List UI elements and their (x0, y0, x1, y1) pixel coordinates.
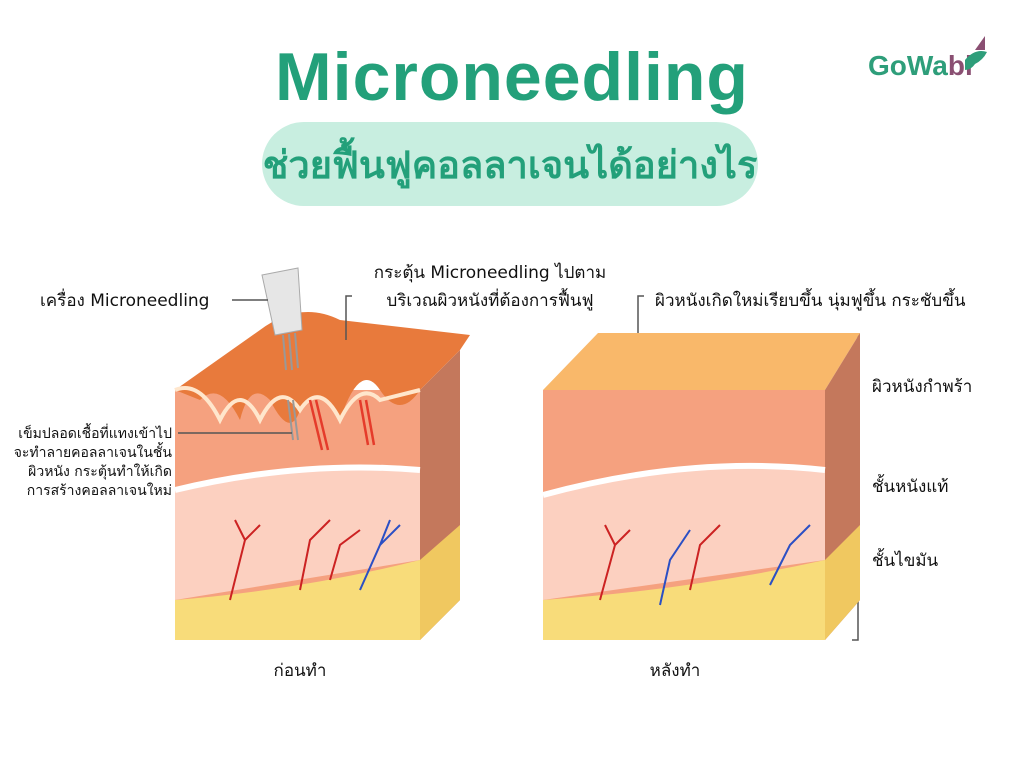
needle-label-line: จะทำลายคอลลาเจนในชั้น (13, 445, 172, 461)
needle-label-line: ผิวหนัง กระตุ้นทำให้เกิด (28, 464, 172, 480)
caption-after: หลังทำ (649, 661, 701, 681)
result-label: ผิวหนังเกิดใหม่เรียบขึ้น นุ่มฟูขึ้น กระช… (655, 291, 966, 311)
needle-label: เข็มปลอดเชื้อที่แทงเข้าไป จะทำลายคอลลาเจ… (6, 425, 172, 501)
skin-block-before (174, 312, 470, 640)
hummingbird-icon (965, 36, 987, 70)
needle-label-line: การสร้างคอลลาเจนใหม่ (26, 483, 172, 499)
microneedling-device (261, 267, 303, 371)
skin-block-after (542, 333, 860, 640)
needle-label-line: เข็มปลอดเชื้อที่แทงเข้าไป (18, 426, 172, 442)
layer-label-epidermis: ผิวหนังกำพร้า (872, 377, 973, 397)
logo-text-go: Go (868, 50, 907, 81)
page-title: Microneedling (275, 39, 749, 115)
layer-label-dermis: ชั้นหนังแท้ (872, 477, 949, 497)
layer-label-fat: ชั้นไขมัน (872, 551, 939, 571)
logo-text-wa: Wa (906, 50, 948, 81)
caption-before: ก่อนทำ (273, 661, 327, 681)
stimulate-label-line1: กระตุ้น Microneedling ไปตาม (373, 263, 607, 283)
stimulate-label-line2: บริเวณผิวหนังที่ต้องการฟื้นฟู (386, 291, 594, 311)
device-label: เครื่อง Microneedling (40, 291, 210, 311)
page-subtitle: ช่วยฟื้นฟูคอลลาเจนได้อย่างไร (262, 122, 758, 206)
